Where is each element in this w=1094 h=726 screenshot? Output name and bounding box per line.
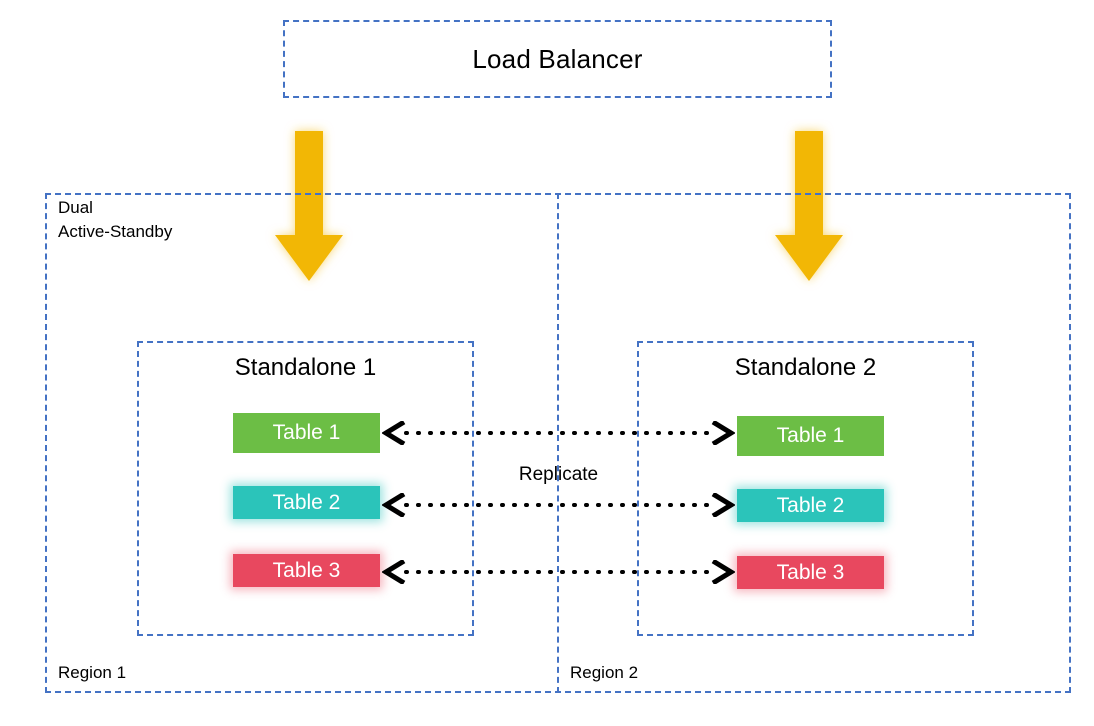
replicate-arrow-icon: [382, 560, 735, 584]
region-divider: [557, 193, 559, 693]
region-1-label: Region 1: [58, 663, 127, 682]
dual-active-standby-label: Dual Active-Standby: [58, 198, 173, 241]
table-label: Table 1: [272, 421, 341, 444]
standalone-1-table-2[interactable]: Table 2: [233, 486, 380, 519]
table-label: Table 3: [272, 558, 341, 582]
traffic-arrow-down-icon: [271, 131, 347, 286]
standalone-1-title: Standalone 1: [234, 354, 377, 381]
standalone-1-table-3[interactable]: Table 3: [233, 554, 380, 587]
replicate-label: Replicate: [518, 464, 599, 485]
standalone-1-table-1[interactable]: Table 1: [233, 413, 380, 453]
standalone-2-table-1[interactable]: Table 1: [737, 416, 884, 456]
standalone-2-table-3[interactable]: Table 3: [737, 556, 884, 589]
region-2-label: Region 2: [570, 663, 639, 682]
standalone-1-box: [137, 341, 474, 636]
replicate-arrow-icon: [382, 421, 735, 445]
table-label: Table 2: [272, 490, 341, 514]
table-label: Table 2: [776, 493, 845, 517]
load-balancer-label: Load Balancer: [472, 43, 643, 74]
table-label: Table 1: [776, 424, 845, 447]
load-balancer-box: Load Balancer: [283, 20, 832, 98]
replicate-arrow-icon: [382, 493, 735, 517]
standalone-2-table-2[interactable]: Table 2: [737, 489, 884, 522]
standalone-2-title: Standalone 2: [734, 354, 877, 381]
traffic-arrow-down-icon: [771, 131, 847, 286]
standalone-2-box: [637, 341, 974, 636]
table-label: Table 3: [776, 560, 845, 584]
